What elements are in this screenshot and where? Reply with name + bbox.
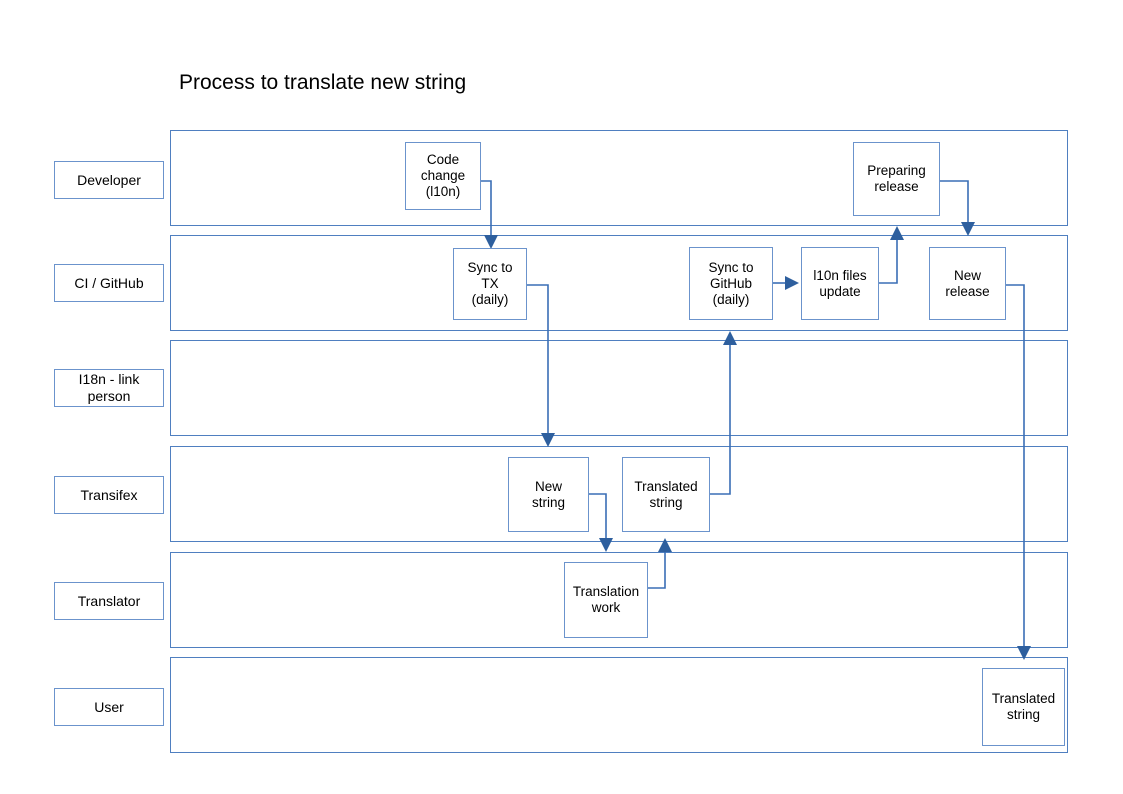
node-translated-string-transifex[interactable]: Translated string <box>622 457 710 532</box>
page-title: Process to translate new string <box>179 71 467 94</box>
lane-body-transifex <box>170 446 1068 542</box>
node-sync-to-github[interactable]: Sync to GitHub (daily) <box>689 247 773 320</box>
lane-label-developer: Developer <box>54 161 164 199</box>
node-new-string[interactable]: New string <box>508 457 589 532</box>
node-new-release[interactable]: New release <box>929 247 1006 320</box>
lane-label-i18n-link-person: I18n - link person <box>54 369 164 407</box>
lane-label-user: User <box>54 688 164 726</box>
lane-body-i18n-link-person <box>170 340 1068 436</box>
node-sync-to-tx[interactable]: Sync to TX (daily) <box>453 248 527 320</box>
node-preparing-release[interactable]: Preparing release <box>853 142 940 216</box>
lane-body-ci-github <box>170 235 1068 331</box>
node-code-change[interactable]: Code change (l10n) <box>405 142 481 210</box>
lane-body-user <box>170 657 1068 753</box>
node-translated-string-user[interactable]: Translated string <box>982 668 1065 746</box>
lane-label-ci-github: CI / GitHub <box>54 264 164 302</box>
node-l10n-files-update[interactable]: l10n files update <box>801 247 879 320</box>
lane-label-transifex: Transifex <box>54 476 164 514</box>
node-translation-work[interactable]: Translation work <box>564 562 648 638</box>
lane-label-translator: Translator <box>54 582 164 620</box>
